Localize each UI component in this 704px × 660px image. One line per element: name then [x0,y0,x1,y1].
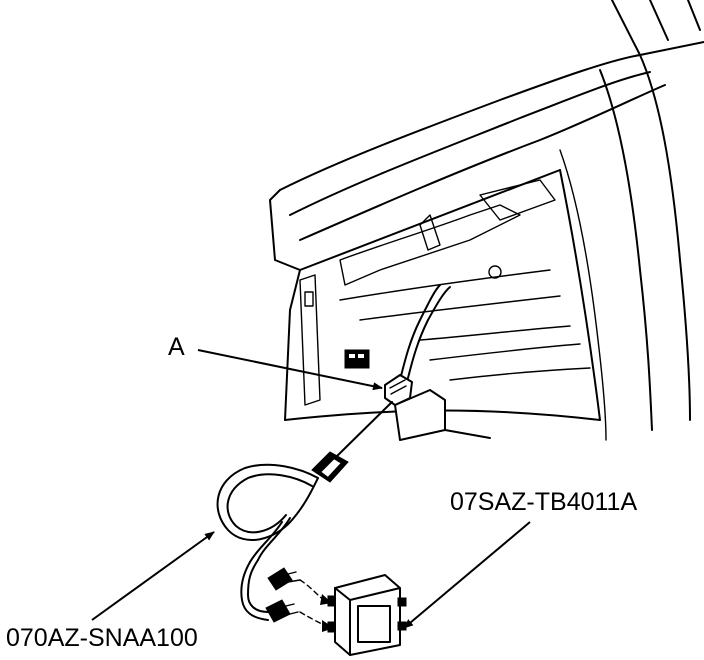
leader-line-a [197,349,383,391]
connector-a [384,374,413,406]
harness-cable [216,401,393,633]
leader-line-unit [403,521,531,629]
label-connector-a: A [168,333,185,361]
control-unit [334,574,407,656]
leader-line-harness [91,531,215,621]
label-unit-part: 07SAZ-TB4011A [450,488,637,516]
label-harness-part: 070AZ-SNAA100 [6,624,198,652]
dashboard-outline [269,0,704,441]
